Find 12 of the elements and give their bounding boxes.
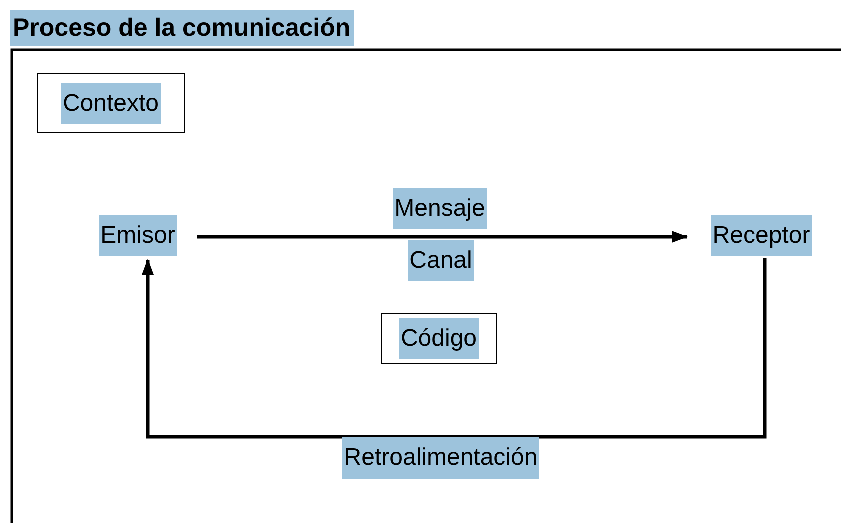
node-label: Receptor xyxy=(710,214,812,256)
node-label: Emisor xyxy=(98,214,178,256)
edge-label: Retroalimentación xyxy=(342,437,540,479)
node-label: Contexto xyxy=(60,82,162,124)
text-box xyxy=(381,313,497,364)
title: Proceso de la comunicación xyxy=(10,10,354,46)
node-label: Código xyxy=(398,318,480,359)
arrow xyxy=(197,231,688,243)
node-label: Mensaje xyxy=(392,188,488,228)
arrow xyxy=(142,258,767,439)
text-box xyxy=(37,73,185,133)
node-label: Canal xyxy=(408,240,474,280)
